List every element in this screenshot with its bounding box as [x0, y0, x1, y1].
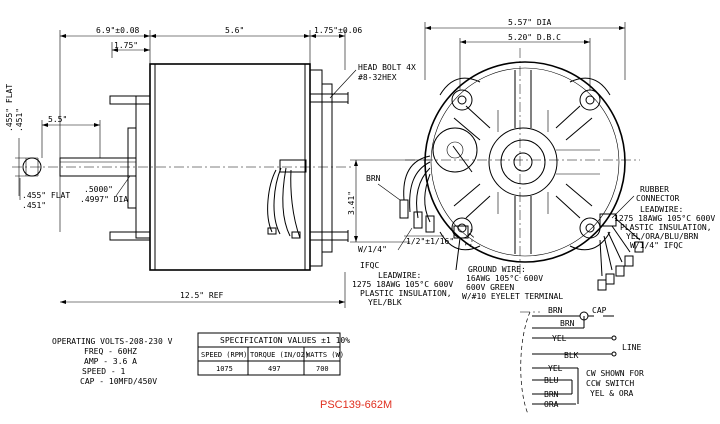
- dim-dia-2: .4997" DIA: [80, 195, 128, 204]
- leadwire-1-line-2: 1275 18AWG 105°C 600V: [352, 280, 453, 289]
- operating-amp: AMP - 3.6 A: [84, 357, 137, 366]
- ground-line-4: W/#10 EYELET TERMINAL: [462, 292, 563, 301]
- leadwire-1-line-3: PLASTIC INSULATION,: [360, 289, 452, 298]
- wire-label-yel-1: YEL: [552, 334, 567, 343]
- model-number: PSC139-662M: [320, 399, 392, 411]
- dim-vertical: 3.41": [347, 191, 356, 215]
- spec-header-watts: WATTS (W): [306, 351, 344, 359]
- leadwire-2-line-5: W/1/4" IFQC: [630, 241, 683, 250]
- operating-data: OPERATING VOLTS-208-230 V FREQ - 60HZ AM…: [52, 337, 173, 386]
- ground-line-1: GROUND WIRE:: [468, 265, 526, 274]
- dim-flat-top-2: .451": [15, 108, 24, 132]
- dim-top-mid: 5.6": [225, 26, 244, 35]
- wire-label-line: LINE: [622, 343, 641, 352]
- side-view: 6.9"±0.08 5.6" 1.75"±0.06 1.75" HEAD BOL…: [5, 26, 416, 308]
- wire-label-brn-2: BRN: [560, 319, 575, 328]
- end-view: 5.57" DIA 5.20" D.B.C: [347, 18, 715, 307]
- wiring-diagram: BRN CAP BRN YEL BLK LINE YEL BLU BRN ORA…: [520, 306, 644, 415]
- dim-flat-bot-2: .451": [22, 201, 46, 210]
- leadwire-1-line-4: YEL/BLK: [368, 298, 402, 307]
- wire-label-brn-3: BRN: [544, 390, 559, 399]
- wiring-note-2: CCW SWITCH: [586, 379, 634, 388]
- wiring-note-3: YEL & ORA: [590, 389, 634, 398]
- ground-line-2: 16AWG 105°C 600V: [466, 274, 543, 283]
- spec-title: SPECIFICATION VALUES ±1 10%: [220, 336, 350, 345]
- leadwire-2-line-2: 1275 18AWG 105°C 600V: [614, 214, 715, 223]
- ground-wire-note: GROUND WIRE: 16AWG 105°C 600V 600V GREEN…: [462, 265, 563, 301]
- spec-cell-torque: 497: [268, 365, 281, 373]
- fins: [453, 70, 600, 254]
- dim-half: 1/2"±1/16": [406, 237, 454, 246]
- leadwire-2-line-3: PLASTIC INSULATION,: [620, 223, 712, 232]
- wiring-note-1: CW SHOWN FOR: [586, 369, 644, 378]
- dim-wv-1: W/1/4": [358, 245, 387, 254]
- operating-cap: CAP - 10MFD/450V: [80, 377, 157, 386]
- leadwire-1-line-1: LEADWIRE:: [378, 271, 421, 280]
- spec-header-speed: SPEED (RPM): [201, 351, 247, 359]
- wire-label-ora: ORA: [544, 400, 559, 409]
- operating-freq: FREQ - 60HZ: [84, 347, 137, 356]
- spec-header-torque: TORQUE (IN/OZ): [250, 351, 309, 359]
- spec-cell-watts: 700: [316, 365, 329, 373]
- head-bolt-label: HEAD BOLT 4X: [358, 63, 416, 72]
- wire-label-brn-1: BRN: [548, 306, 563, 315]
- wire-label-blu: BLU: [544, 376, 559, 385]
- rubber-line-2: CONNECTOR: [636, 194, 680, 203]
- dim-shaft: 5.5": [48, 115, 67, 124]
- wire-label-cap: CAP: [592, 306, 607, 315]
- spec-table: SPECIFICATION VALUES ±1 10% SPEED (RPM) …: [197, 332, 350, 376]
- rubber-line-1: RUBBER: [640, 185, 669, 194]
- wire-label-blk: BLK: [564, 351, 579, 360]
- dim-flat-top: .455" FLAT: [5, 84, 14, 132]
- leadwire-note-2: LEADWIRE: 1275 18AWG 105°C 600V PLASTIC …: [614, 205, 715, 250]
- operating-volts: OPERATING VOLTS-208-230 V: [52, 337, 173, 346]
- ground-line-3: 600V GREEN: [466, 283, 514, 292]
- label-brn: BRN: [366, 174, 381, 183]
- dim-inner: 1.75": [114, 41, 138, 50]
- dim-angle: 1.7": [463, 228, 478, 249]
- dim-top-right: 1.75"±0.06: [314, 26, 362, 35]
- dim-dia-1: .5000": [84, 185, 113, 194]
- spec-cell-speed: 1075: [216, 365, 233, 373]
- wire-label-yel-2: YEL: [548, 364, 563, 373]
- head-bolt-size: #8-32HEX: [358, 73, 397, 82]
- dim-bolt-circle: 5.20" D.B.C: [508, 33, 561, 42]
- dim-end-dia: 5.57" DIA: [508, 18, 552, 27]
- leadwire-note-1: LEADWIRE: 1275 18AWG 105°C 600V PLASTIC …: [352, 271, 453, 307]
- rubber-connector-note: RUBBER CONNECTOR: [611, 185, 680, 219]
- leadwire-2-line-1: LEADWIRE:: [640, 205, 683, 214]
- operating-speed: SPEED - 1: [82, 367, 126, 376]
- dim-flat-bot: .455" FLAT: [22, 191, 70, 200]
- dim-top-left: 6.9"±0.08: [96, 26, 140, 35]
- dim-wv-2: IFQC: [360, 261, 379, 270]
- leadwire-2-line-4: YEL/ORA/BLU/BRN: [626, 232, 698, 241]
- dim-overall: 12.5" REF: [180, 291, 224, 300]
